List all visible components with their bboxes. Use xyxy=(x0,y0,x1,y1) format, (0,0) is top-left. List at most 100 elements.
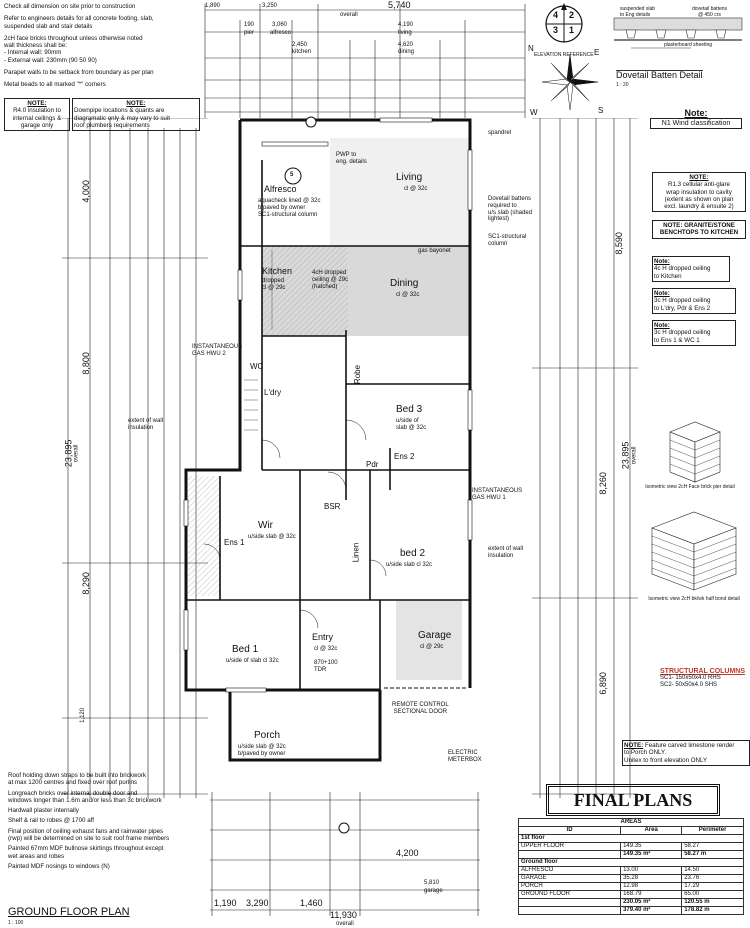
room-ens1: Ens 1 xyxy=(224,538,245,547)
room-wc: WC xyxy=(250,362,264,371)
label-sc1-note: SC1-structural column xyxy=(488,234,527,247)
cell: PORCH xyxy=(517,882,622,891)
dovetail-batten-detail: suspended slab to Eng details dovetail b… xyxy=(612,4,744,88)
compass-e: E xyxy=(594,48,600,57)
cell: 14.50 xyxy=(681,866,744,875)
note-line: Shelf & rail to robes @ 1700 aff xyxy=(8,817,94,825)
areas-col-id: ID xyxy=(517,826,622,835)
compass-s: S xyxy=(598,106,604,115)
note-4c-kitchen: Note: 4c H dropped ceiling to Kitchen xyxy=(652,256,730,282)
note-line: R1.3 cellular anti-glare xyxy=(668,181,730,189)
dim-dining: 4,620 xyxy=(398,42,414,48)
note-title: NOTE: xyxy=(624,742,644,749)
note-line: internal ceilings & xyxy=(12,114,62,122)
room-living: Living xyxy=(396,172,423,183)
note-line: Metal beads to all marked "*" corners xyxy=(4,81,106,89)
isometric-bond-drawing xyxy=(651,511,737,591)
room-living-sub: cl @ 32c xyxy=(404,186,428,192)
note-line: Unitex to front elevation ONLY xyxy=(624,756,708,764)
table-row: PORCH 12.98 17.29 xyxy=(517,882,744,891)
cell: GROUND FLOOR xyxy=(517,890,622,899)
areas-title: AREAS xyxy=(518,818,744,827)
dovetail-title: Dovetail Batten Detail xyxy=(616,70,703,80)
compass-w: W xyxy=(530,108,538,117)
right-dimension-lines xyxy=(532,118,638,798)
note-title: NOTE: xyxy=(27,100,47,107)
plan-scale: 1 : 100 xyxy=(8,920,24,926)
ref-q3: 3 xyxy=(553,25,559,35)
structural-sc2: SC2- 50x50x4.0 SHS xyxy=(660,681,718,688)
cell: 12.98 xyxy=(620,882,683,891)
note-title: NOTE: GRANITE/STONE xyxy=(663,222,735,229)
note-line: 3c H dropped ceiling xyxy=(654,297,711,305)
note-line: to Porch ONLY. xyxy=(624,749,667,757)
note-line: wet areas and robes xyxy=(8,852,65,860)
room-entry-sub: cl @ 32c xyxy=(314,646,338,652)
north-compass-icon xyxy=(541,53,599,111)
note-line: R4.0 insulation to xyxy=(13,107,61,115)
note-line: Downpipe locations & quants are xyxy=(74,107,165,115)
cell: 120.55 m xyxy=(681,898,744,907)
room-porch-sub: u/side slab @ 32c b/paved by owner xyxy=(238,744,286,757)
dim-kitchen: 2,450 xyxy=(292,42,308,48)
isometric-pier-drawing xyxy=(669,421,721,483)
dim-bottom-garage: 5,810 xyxy=(424,880,440,886)
label-meterbox: ELECTRIC METERBOX xyxy=(448,750,482,763)
note-line: 4c H dropped ceiling xyxy=(654,265,711,273)
note-line: 2cH face bricks throughout unless otherw… xyxy=(4,34,143,42)
note-line: wall thickness shall be: xyxy=(4,42,67,50)
room-dining: Dining xyxy=(390,278,419,289)
note-title: Note: xyxy=(654,290,670,297)
note-3c-ens1: Note: 3c H dropped ceiling to Ens 1 & WC… xyxy=(652,320,736,346)
cell: 230.05 m² xyxy=(620,898,683,907)
note-title: Note: xyxy=(654,258,670,265)
note-line: to Kitchen xyxy=(654,272,682,280)
room-wir: Wir xyxy=(258,520,273,531)
room-ldry: L'dry xyxy=(264,388,282,397)
note-line: at max 1200 centres and fixed over roof … xyxy=(8,779,137,787)
dim-top-3250: 3,250 xyxy=(262,3,278,9)
dim-bottom-d: 4,200 xyxy=(396,848,419,858)
note-line: - Internal wall: 90mm xyxy=(4,49,62,57)
note-feature-limestone: NOTE: Feature carved limestone render to… xyxy=(622,740,750,766)
entry-tdr: 870+100 TDR xyxy=(314,660,338,673)
areas-col-perimeter: Perimeter xyxy=(681,826,744,835)
elevation-reference-label: ELEVATION REFERENCE xyxy=(534,52,594,58)
note-line: Painted MDF nosings to windows (N) xyxy=(8,862,110,870)
note-r13-insulation: NOTE: R1.3 cellular anti-glare wrap insu… xyxy=(652,172,746,213)
structural-title: STRUCTURAL COLUMNS xyxy=(660,668,746,675)
dovetail-scale: 1 : 20 xyxy=(616,82,629,88)
room-robe: Robe xyxy=(353,364,363,385)
iso-pier-caption: Isometric view 2cH Face brick pier detai… xyxy=(645,484,735,490)
label-pwp: PWP to eng. details xyxy=(336,152,367,165)
dim-top-1890: 1,890 xyxy=(205,3,221,9)
areas-col-area: Area xyxy=(620,826,683,835)
dovetail-suspended: suspended slab xyxy=(620,6,656,12)
label-dovetail-note: Dovetail battens required to u/s slab (s… xyxy=(488,196,533,223)
label-spandrel: spandrel xyxy=(488,130,512,136)
note-line: - External wall: 230mm (90 50 90) xyxy=(4,56,97,64)
note-line: wrap insulation to cavity xyxy=(666,188,732,196)
dim-top-5740: 5,740 xyxy=(388,0,411,10)
marker-5: 5 xyxy=(290,172,294,178)
room-kitchen: Kitchen xyxy=(262,266,293,276)
table-row-total: 149.35 m² 58.27 m xyxy=(517,850,744,859)
plan-title: GROUND FLOOR PLAN xyxy=(8,906,130,918)
dim-dining-label: dining xyxy=(398,49,415,55)
areas-table: AREAS ID Area Perimeter 1st floor UPPER … xyxy=(517,818,744,915)
note-line: to L'dry, Pdr & Ens 2 xyxy=(654,304,711,312)
dim-bottom-c: 1,460 xyxy=(300,898,323,908)
note-title: NOTE: xyxy=(126,100,146,107)
dim-overall-label: overall xyxy=(340,12,358,18)
note-line: Longreach bricks over internal double do… xyxy=(8,789,138,797)
note-text: BENCHTOPS TO KITCHEN xyxy=(659,229,739,237)
cell: 65.00 xyxy=(681,890,744,899)
cell: GARAGE xyxy=(517,874,622,883)
room-bsr: BSR xyxy=(324,502,341,511)
top-dimension-lines xyxy=(204,4,526,118)
cell: 23.76 xyxy=(681,874,744,883)
note-line: 3c H dropped ceiling xyxy=(654,329,711,337)
dim-bottom-a: 1,190 xyxy=(214,898,237,908)
cell: ALFRESCO xyxy=(517,866,622,875)
label-dropped-ceiling: 4cH dropped ceiling @ 29c (hatched) xyxy=(312,270,349,290)
